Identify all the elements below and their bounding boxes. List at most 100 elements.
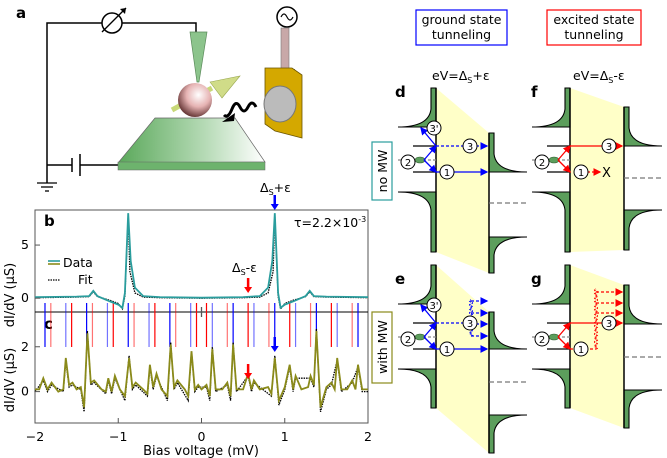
series-line-data-c — [35, 331, 368, 408]
blocked-mark: X — [602, 166, 611, 181]
ground-icon — [37, 165, 57, 192]
sample-surface — [117, 117, 266, 164]
level-circle — [426, 120, 442, 136]
panel-label-g: g — [531, 270, 542, 288]
level-label: 3 — [467, 142, 473, 153]
level-label: 2 — [405, 335, 411, 346]
delta-minus-annotation: ΔS-ε — [232, 260, 257, 277]
microwave-antenna — [263, 6, 303, 139]
circuit-wire — [46, 22, 197, 165]
diagram-e: 2 3' 3 1 — [397, 264, 528, 454]
diagram-d: 2 3' 3 1 — [397, 87, 528, 274]
condition-minus: eV=ΔS-ε — [573, 68, 625, 85]
level-circle — [439, 341, 455, 357]
panel-label-a: a — [16, 4, 26, 22]
transition-lines — [44, 303, 359, 347]
tau-annotation: τ=2.2×10-3 — [294, 215, 366, 230]
panel-label-b: b — [44, 212, 55, 230]
x-tick-label: 1 — [281, 429, 289, 444]
y-tick-label: 2 — [21, 339, 29, 354]
y-tick-label: 5 — [21, 237, 29, 252]
spin-dots — [548, 333, 560, 341]
battery-icon — [71, 154, 81, 176]
svg-text:with MW: with MW — [375, 320, 390, 374]
level-label: 3 — [606, 319, 612, 330]
arrow-red-b-head — [244, 287, 253, 293]
level-label: 2 — [405, 158, 411, 169]
series-line-data-b — [34, 213, 369, 310]
spin-dots — [414, 156, 426, 164]
x-axis-label: Bias voltage (mV) — [143, 444, 259, 458]
level-label: 3 — [467, 319, 473, 330]
level-label: 3' — [429, 124, 438, 135]
microwave-wave-icon — [222, 101, 258, 118]
panel-label-f: f — [531, 83, 538, 101]
x-tick-label: 2 — [364, 429, 372, 444]
level-label: 2 — [539, 335, 545, 346]
level-circle — [400, 331, 416, 347]
svg-text:ground state: ground state — [422, 12, 502, 27]
level-label: 1 — [578, 168, 584, 179]
arrow-red-c-head — [244, 373, 253, 379]
spin-dots — [548, 156, 560, 164]
arrow-blue-c-head — [270, 346, 279, 352]
delta-plus-annotation: ΔS+ε — [260, 180, 291, 197]
level-label: 3' — [429, 301, 438, 312]
x-tick-label: −2 — [26, 429, 44, 444]
diagram-labels: d e f g — [395, 83, 542, 288]
level-label: 1 — [444, 345, 450, 356]
panel-label-d: d — [395, 83, 406, 101]
x-tick-label: −1 — [109, 429, 127, 444]
panel-a-schematic: a — [16, 4, 303, 192]
sample-slab-edge — [117, 161, 266, 171]
barrier — [436, 88, 489, 273]
arrow-markers — [244, 195, 279, 379]
level-circle — [573, 341, 589, 357]
level-circle — [426, 297, 442, 313]
svg-text:tunneling: tunneling — [564, 27, 623, 42]
level-circle — [601, 138, 617, 154]
level-label: 3 — [606, 142, 612, 153]
level-circle — [462, 315, 478, 331]
y-tick-label: 0 — [21, 384, 29, 399]
legend: Data Fit — [48, 255, 93, 287]
spin-dots — [414, 333, 426, 341]
series-layer — [34, 213, 369, 412]
level-circle — [534, 331, 550, 347]
level-circle — [601, 315, 617, 331]
y-axis-label-b: dI/dV (μS) — [3, 263, 18, 327]
barrier — [436, 265, 489, 453]
label-with-mw: with MW — [371, 311, 393, 384]
ammeter-icon — [101, 7, 127, 34]
barrier — [570, 265, 624, 428]
svg-text:no MW: no MW — [375, 150, 390, 193]
label-no-mw: no MW — [371, 141, 393, 201]
level-circle — [462, 138, 478, 154]
legend-data: Data — [63, 255, 93, 270]
spin-sphere — [170, 75, 241, 117]
diagram-g: 2 3 1 — [531, 264, 663, 429]
level-circle — [400, 154, 416, 170]
condition-plus: eV=ΔS+ε — [432, 68, 490, 85]
stm-tip — [189, 31, 208, 83]
wave-arrowhead — [222, 113, 235, 122]
x-tick-label: 0 — [198, 429, 206, 444]
y-tick-label: 0 — [21, 290, 29, 305]
y-axis-label-c: dI/dV (μS) — [3, 348, 18, 412]
diagram-f: 2 3X 1 — [531, 87, 663, 253]
level-circle — [573, 164, 589, 180]
header-excited: excited state tunneling — [546, 9, 642, 46]
svg-text:excited state: excited state — [553, 12, 634, 27]
level-label: 1 — [444, 168, 450, 179]
level-label: 1 — [578, 345, 584, 356]
level-circle — [534, 154, 550, 170]
panel-label-e: e — [395, 270, 405, 288]
svg-text:tunneling: tunneling — [432, 27, 491, 42]
ticks-layer: 0 5 0 2 −2 −1 0 1 2 — [21, 237, 372, 444]
level-circle — [439, 164, 455, 180]
level-label: 2 — [539, 158, 545, 169]
legend-fit: Fit — [78, 272, 93, 287]
